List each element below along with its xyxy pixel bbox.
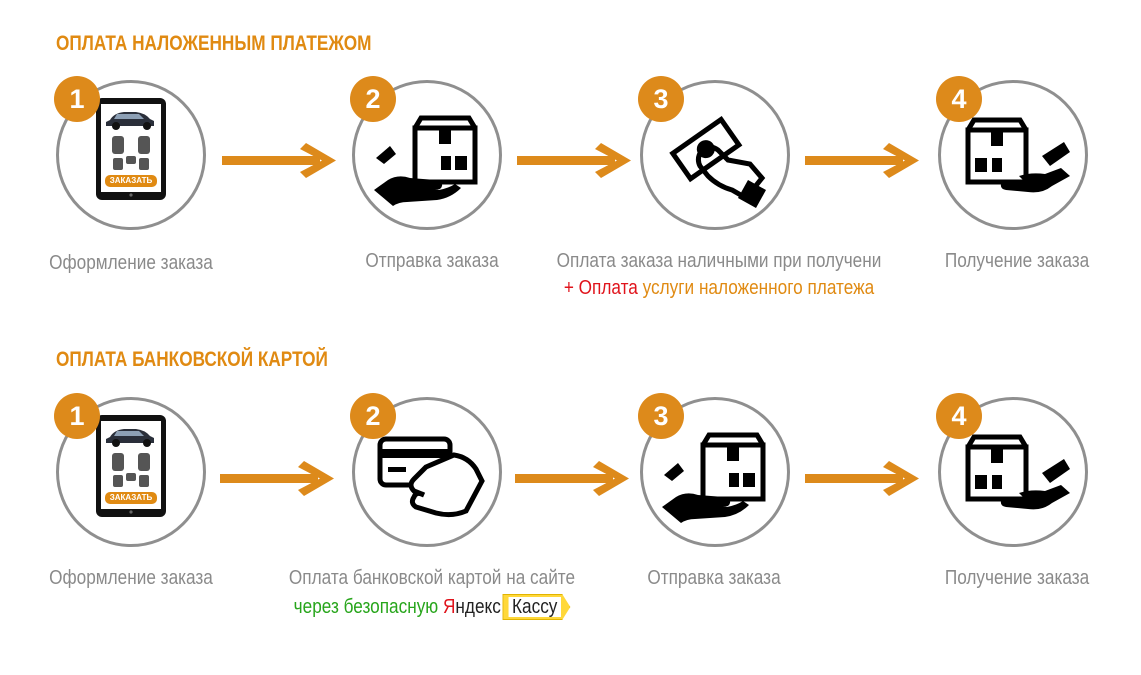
step-label: Оформление заказа [49,252,213,274]
arrow-icon [220,140,340,180]
step-label: Получение заказа [944,250,1090,272]
step-note: + Оплата услуги наложенного платежа [538,277,899,300]
step-label: Получение заказа [944,567,1090,589]
step-number-badge: 2 [350,393,396,439]
svg-text:ЗАКАЗАТЬ: ЗАКАЗАТЬ [110,493,153,502]
step-number-badge: 4 [936,76,982,122]
step-3-ship: 3 [638,393,790,547]
step-4-receive: 4 [936,76,1088,230]
step-label: Оплата заказа наличными при получени [556,250,882,272]
note-rest: услуги наложенного платежа [642,277,875,299]
step-1-order: ЗАКАЗАТЬ 1 [54,393,206,547]
order-button-text: ЗАКАЗАТЬ [110,176,153,185]
step-label: Отправка заказа [365,250,499,272]
arrow-icon [513,458,633,498]
step-number-badge: 4 [936,393,982,439]
step-label: Оплата банковской картой на сайте [288,567,576,589]
note-plus: + Оплата [563,277,638,299]
step-label: Оформление заказа [49,567,213,589]
note-green: через безопасную [293,596,439,618]
step-3-cash: 3 [638,76,790,230]
arrow-icon [803,140,923,180]
arrow-icon [218,458,338,498]
svg-text:ЗАКАЗАТЬ: ЗАКАЗАТЬ [110,176,153,185]
step-number-badge: 1 [54,393,100,439]
step-label: Отправка заказа [647,567,781,589]
arrow-icon [515,140,635,180]
section-title-cod: ОПЛАТА НАЛОЖЕННЫМ ПЛАТЕЖОМ [56,32,372,55]
step-1-order: ЗАКАЗАТЬ 1 [54,76,206,230]
step-number-badge: 1 [54,76,100,122]
arrow-icon [803,458,923,498]
step-2-ship: 2 [350,76,502,230]
step-number-badge: 2 [350,76,396,122]
step-2-card-payment: 2 [350,393,502,547]
section-title-card: ОПЛАТА БАНКОВСКОЙ КАРТОЙ [56,348,328,371]
step-4-receive: 4 [936,393,1088,547]
order-button-text: ЗАКАЗАТЬ [110,493,153,502]
step-number-badge: 3 [638,76,684,122]
step-number-badge: 3 [638,393,684,439]
